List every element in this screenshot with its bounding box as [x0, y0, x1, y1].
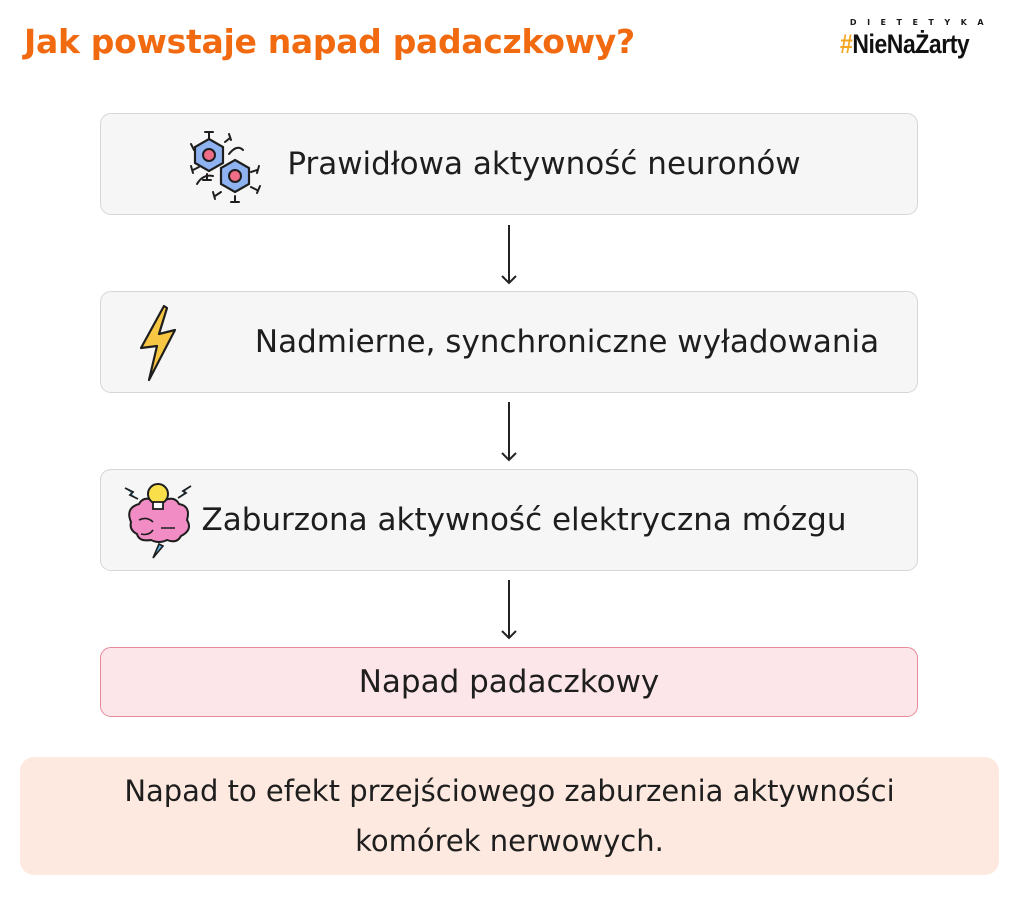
arrow-down-icon — [501, 580, 517, 640]
lightning-icon — [137, 304, 177, 386]
step-label: Napad padaczkowy — [358, 664, 660, 700]
brand-name: NieNaŻarty — [852, 29, 970, 59]
note-line-2: komórek nerwowych. — [355, 824, 664, 858]
brain-bulb-icon — [121, 480, 197, 564]
arrow-down-icon — [501, 402, 517, 462]
step-label: Zaburzona aktywność elektryczna mózgu — [201, 502, 847, 538]
summary-note: Napad to efekt przejściowego zaburzenia … — [20, 757, 999, 875]
note-line-1: Napad to efekt przejściowego zaburzenia … — [124, 774, 895, 808]
step-label: Prawidłowa aktywność neuronów — [287, 146, 801, 182]
brand-name-wrap: #NieNaŻarty — [840, 29, 974, 60]
brand-hash: # — [840, 29, 853, 59]
flow-step-normal-activity: Prawidłowa aktywność neuronów — [100, 113, 918, 215]
brand-tagline: DIETETYKA — [849, 18, 995, 27]
flow-step-seizure: Napad padaczkowy — [100, 647, 918, 717]
flow-step-excessive-discharges: Nadmierne, synchroniczne wyładowania — [100, 291, 918, 393]
step-label: Nadmierne, synchroniczne wyładowania — [254, 324, 880, 360]
page-title: Jak powstaje napad padaczkowy? — [24, 22, 635, 61]
arrow-down-icon — [501, 225, 517, 285]
flow-step-disturbed-brain-activity: Zaburzona aktywność elektryczna mózgu — [100, 469, 918, 571]
neurons-icon — [185, 126, 265, 210]
brand-logo: DIETETYKA #NieNaŻarty — [838, 18, 998, 60]
